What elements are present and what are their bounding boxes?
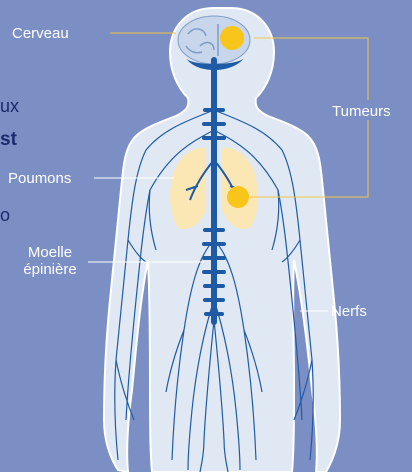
spinal-cord-label: Moelle épinière xyxy=(8,244,92,278)
cropped-text-line1: ux xyxy=(0,96,19,116)
cropped-text-line3: o xyxy=(0,205,10,225)
lung-tumor xyxy=(227,186,249,208)
spinal-cord-label-line1: Moelle xyxy=(8,244,92,261)
nerves-label: Nerfs xyxy=(331,303,367,320)
brain-label: Cerveau xyxy=(12,25,69,42)
lungs-label: Poumons xyxy=(8,170,71,187)
brain-tumor xyxy=(220,26,244,50)
spinal-cord-label-line2: épinière xyxy=(8,261,92,278)
tumors-label: Tumeurs xyxy=(332,103,391,120)
cropped-text-line2: st xyxy=(0,130,17,150)
